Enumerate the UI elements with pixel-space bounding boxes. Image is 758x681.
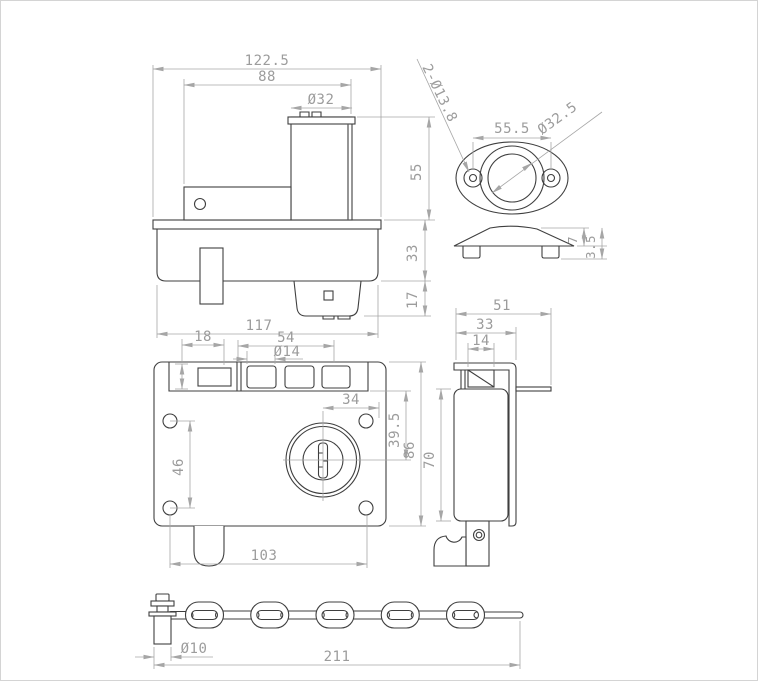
profile-geometry — [433, 362, 552, 567]
slot-square-1 — [246, 365, 277, 389]
escutcheon-geometry — [453, 141, 575, 259]
side-block — [183, 186, 292, 221]
escutcheon-plate-view: 55.5 2-Ø13.8 Ø32.5 7 3.5 — [416, 58, 607, 260]
strike-flange — [515, 386, 552, 392]
cylinder-cap — [287, 116, 356, 125]
dim-slot-offset: 18 — [194, 329, 212, 345]
slot-square-2 — [284, 365, 315, 389]
dim-slot-group-width: 54 — [277, 330, 295, 346]
latch-screw-inner — [475, 531, 483, 539]
latch-hook — [433, 535, 467, 567]
mount-plate — [152, 219, 382, 230]
end-pin — [148, 593, 177, 645]
dim-housing-height: 17 — [405, 291, 421, 309]
side-profile-view: 51 33 14 70 — [422, 298, 552, 567]
profile-dimensions: 51 33 14 70 — [422, 298, 552, 522]
front-dimensions: 18 54 Ø14 34 39.5 86 46 — [169, 329, 426, 568]
cap-lugs — [299, 111, 322, 118]
screw-hole-right-inner — [546, 173, 556, 183]
dim-slot-dia: Ø14 — [274, 344, 301, 360]
cylinder-body — [290, 116, 353, 221]
dim-upper-width: 88 — [258, 69, 276, 85]
angle-bracket — [453, 362, 517, 527]
screw-hole-right — [541, 168, 561, 188]
chain-link-5 — [445, 601, 486, 629]
dim-cylinder-height: 55 — [409, 163, 425, 181]
dim-cylinder-offset: 34 — [342, 392, 360, 408]
slot-band — [168, 361, 369, 392]
corner-hole-br — [358, 500, 374, 516]
screw-hole-left — [463, 168, 483, 188]
dim-cylinder-drop: 39.5 — [387, 412, 403, 448]
dim-cylinder-dia: Ø32 — [308, 92, 335, 108]
dim-overall-depth: 51 — [493, 298, 511, 314]
dome-feet — [462, 245, 560, 259]
lock-case — [156, 228, 379, 282]
dim-pin-dia: Ø10 — [181, 641, 208, 657]
chain-geometry — [148, 593, 524, 645]
screw-hole-left-inner — [468, 173, 478, 183]
band-recess — [197, 367, 232, 387]
side-view-geometry — [152, 111, 382, 320]
dim-hole-spacing: 55.5 — [494, 121, 530, 137]
chain-link-4 — [380, 601, 420, 629]
dome-profile — [453, 225, 575, 247]
side-view-dimensions: 122.5 88 Ø32 55 33 17 117 — [152, 53, 435, 338]
bore-ring-inner — [487, 153, 537, 203]
chain-rod — [473, 611, 524, 619]
dim-case-depth: 33 — [476, 317, 494, 333]
escutcheon-dimensions: 55.5 2-Ø13.8 Ø32.5 7 3.5 — [416, 58, 607, 260]
latch-screw — [472, 528, 486, 542]
dim-chain-length: 211 — [324, 649, 351, 665]
dim-face-height: 86 — [402, 441, 418, 459]
face-plate — [153, 361, 387, 527]
bolt — [199, 247, 224, 305]
dim-slot-width: 14 — [472, 333, 490, 349]
dim-hole-pitch-horizontal: 103 — [251, 548, 278, 564]
latch-block — [465, 520, 490, 567]
slot-square-3 — [321, 365, 351, 389]
housing-tabs — [322, 315, 351, 320]
bore-ring-outer — [479, 145, 545, 211]
dim-case-width: 117 — [246, 318, 273, 334]
dim-dome-height: 7 — [565, 236, 580, 244]
block-hole — [193, 197, 207, 211]
lower-housing — [293, 280, 362, 317]
dim-case-height: 33 — [405, 244, 421, 262]
dim-screw-holes: 2-Ø13.8 — [418, 62, 460, 125]
front-face-view: 18 54 Ø14 34 39.5 86 46 — [153, 329, 426, 568]
hatch-line — [467, 369, 495, 388]
hatched-block — [467, 369, 495, 388]
dim-overall-width: 122.5 — [245, 53, 290, 69]
oval-plate — [455, 141, 569, 215]
dim-hole-pitch-vertical: 46 — [171, 458, 187, 476]
chain-link-1 — [184, 601, 225, 629]
bottom-tab — [193, 526, 225, 567]
housing-window — [323, 290, 334, 301]
chain-dimensions: Ø10 211 — [135, 621, 521, 669]
corner-hole-tr — [358, 413, 374, 429]
dim-bore-dia: Ø32.5 — [535, 99, 581, 138]
key-wards — [317, 452, 329, 468]
dim-rim-height: 3.5 — [583, 235, 598, 259]
side-elevation-view: 122.5 88 Ø32 55 33 17 117 — [152, 53, 435, 338]
chain-assembly-view: Ø10 211 — [135, 593, 524, 669]
chain-link-2 — [250, 601, 290, 629]
dim-case-height: 70 — [422, 451, 438, 469]
chain-link-3 — [315, 601, 355, 629]
case-body — [453, 388, 509, 522]
